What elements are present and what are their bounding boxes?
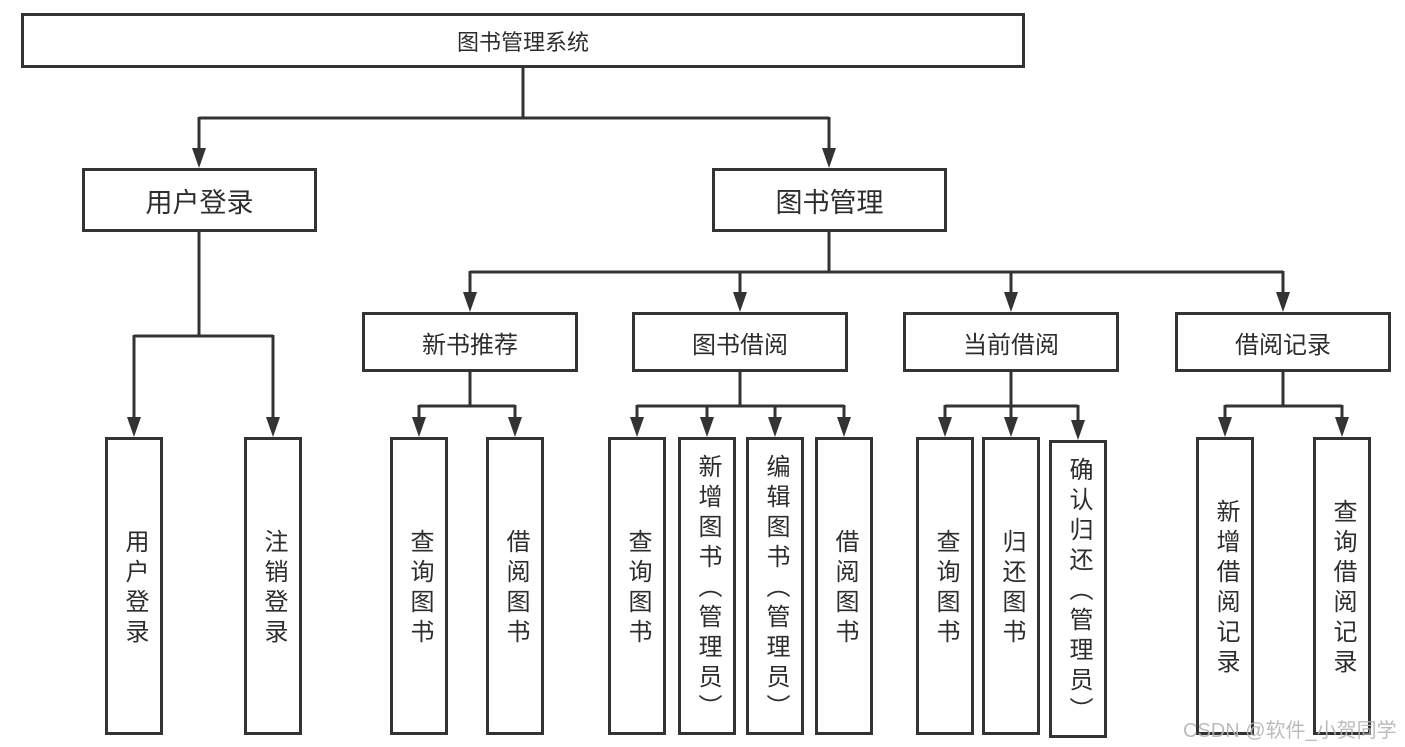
leaf-query-borrow-record-label: 查询借阅记录 [1329,499,1356,679]
node-book-management: 图书管理 [712,168,947,232]
node-borrow-records-label: 借阅记录 [1235,331,1331,359]
node-new-book-recommend: 新书推荐 [362,312,578,372]
node-new-book-recommend-label: 新书推荐 [422,331,518,359]
leaf-query-books-recommend: 查询图书 [390,437,448,735]
leaf-logout-login: 注销登录 [244,437,302,735]
arrowheads [127,148,1349,440]
node-book-borrow: 图书借阅 [632,312,848,372]
csdn-watermark: CSDN @软件_小贺同学 [1183,720,1397,742]
node-current-borrow-label: 当前借阅 [963,331,1059,359]
node-book-management-label: 图书管理 [775,187,884,218]
leaf-edit-books-admin: 编辑图书（管理员） [746,437,804,735]
node-root-label: 图书管理系统 [456,29,589,55]
leaf-borrow-books-recommend: 借阅图书 [486,437,544,735]
node-user-login-label: 用户登录 [145,187,254,218]
leaf-return-books: 归还图书 [982,437,1040,735]
node-current-borrow: 当前借阅 [903,312,1119,372]
leaf-query-books-borrow-label: 查询图书 [624,529,651,649]
node-root-system: 图书管理系统 [21,13,1025,68]
leaf-confirm-return-admin: 确认归还（管理员） [1049,440,1107,738]
leaf-add-borrow-record: 新增借阅记录 [1196,437,1254,735]
leaf-borrow-books: 借阅图书 [815,437,873,735]
leaf-add-books-admin-label: 新增图书（管理员） [694,454,721,724]
leaf-query-books-current-label: 查询图书 [932,529,959,649]
node-book-borrow-label: 图书借阅 [692,331,788,359]
leaf-query-books-recommend-label: 查询图书 [406,529,433,649]
leaf-borrow-books-recommend-label: 借阅图书 [502,529,529,649]
leaf-user-login: 用户登录 [105,437,163,735]
node-borrow-records: 借阅记录 [1175,312,1391,372]
leaf-return-books-label: 归还图书 [998,529,1025,649]
leaf-query-books-borrow: 查询图书 [608,437,666,735]
leaf-query-books-current: 查询图书 [916,437,974,735]
leaf-add-borrow-record-label: 新增借阅记录 [1212,499,1239,679]
node-user-login: 用户登录 [82,168,317,232]
leaf-add-books-admin: 新增图书（管理员） [678,437,736,735]
leaf-query-borrow-record: 查询借阅记录 [1313,437,1371,735]
leaf-edit-books-admin-label: 编辑图书（管理员） [762,454,789,724]
leaf-user-login-label: 用户登录 [121,529,148,649]
leaf-confirm-return-admin-label: 确认归还（管理员） [1065,457,1092,727]
leaf-borrow-books-label: 借阅图书 [831,529,858,649]
leaf-logout-login-label: 注销登录 [260,529,287,649]
